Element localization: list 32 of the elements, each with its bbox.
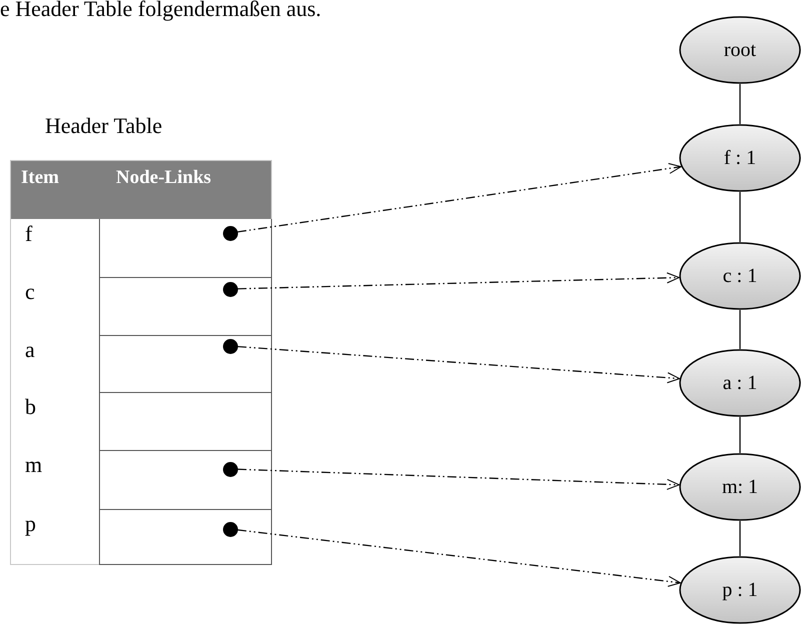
node-label: m: 1 [722,476,758,498]
node-label: c : 1 [722,264,758,288]
node-link-arrow [237,346,680,384]
table-title: Header Table [45,113,162,139]
item-label: b [25,394,36,420]
tree-edge [739,521,741,556]
column-header: Node-Links [116,167,212,189]
node-link-arrow [237,162,682,232]
item-label: c [25,279,35,305]
item-label: p [25,511,36,537]
sentence-fragment: e Header Table folgendermaßen aus. [0,0,322,22]
tree-edge [739,310,741,349]
tree-node-ellipse [679,349,801,417]
item-label: a [25,337,35,363]
node-label: a : 1 [722,372,758,394]
node-link-arrow [237,529,681,587]
tree-node-ellipse [679,242,801,310]
tree-node-ellipse [679,124,801,192]
node-link-arrow [237,272,680,290]
tree-edge [739,84,741,124]
item-label: f [25,221,32,247]
node-label: root [724,38,756,62]
node-label: f : 1 [724,146,756,170]
item-label: m [25,452,42,478]
node-label: p : 1 [722,578,758,602]
tree-edge [739,417,741,453]
tree-node-ellipse [679,556,801,624]
column-header: Item [21,167,59,189]
node-link-arrow [237,468,680,490]
tree-node-ellipse [679,453,801,521]
tree-edge [739,192,741,242]
tree-node-ellipse [679,16,801,84]
